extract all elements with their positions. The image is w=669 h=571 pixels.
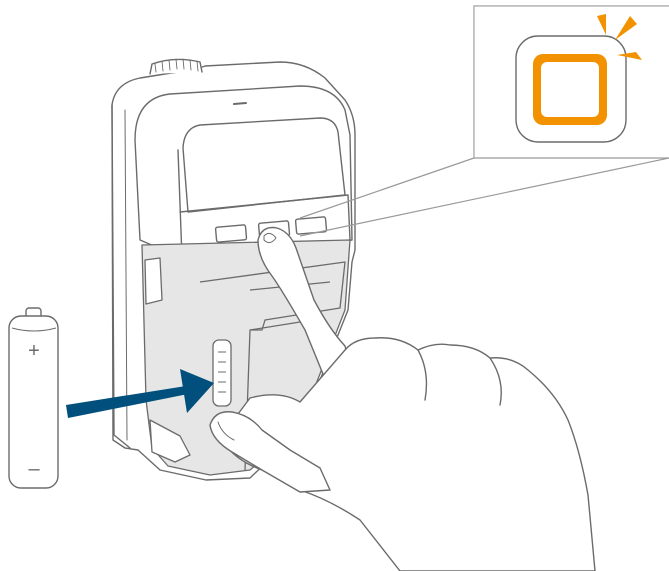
battery-plus-label: + — [28, 340, 40, 362]
left-button — [215, 225, 246, 243]
battery-contact — [213, 340, 231, 406]
zoom-detail-box — [474, 6, 669, 158]
battery-minus-label: – — [28, 458, 40, 480]
led-indicator-icon — [533, 54, 607, 125]
